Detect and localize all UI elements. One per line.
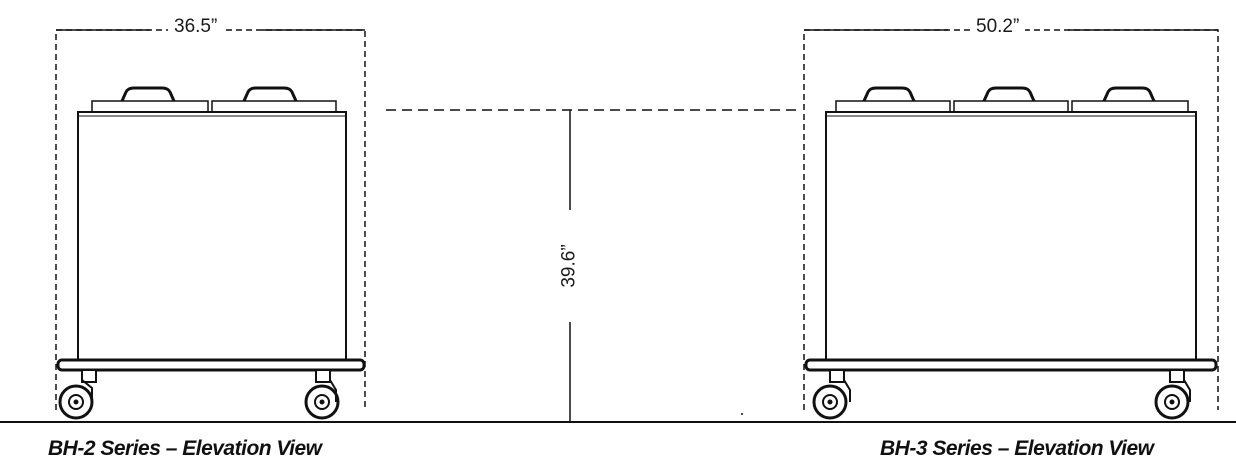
bh3-caster-left bbox=[812, 369, 851, 420]
speck bbox=[741, 413, 743, 415]
height-label: 39.6” bbox=[558, 240, 581, 292]
bh2-lid-handle-right bbox=[242, 86, 298, 102]
bh3-cart bbox=[803, 29, 1219, 420]
bh2-caption: BH-2 Series – Elevation View bbox=[48, 437, 322, 460]
bh3-bumper bbox=[804, 358, 1218, 372]
bh2-lid-handle-left bbox=[120, 86, 176, 102]
bh3-caster-right bbox=[1154, 369, 1191, 420]
bh2-caster-right bbox=[304, 369, 340, 420]
bh3-dimension-box bbox=[803, 29, 1219, 410]
bh3-lid-handle-right bbox=[1102, 86, 1156, 102]
bh3-lid-handle-middle bbox=[982, 86, 1036, 102]
bh2-cart bbox=[55, 29, 366, 420]
bh3-lid-handle-left bbox=[862, 86, 916, 102]
height-dimension bbox=[386, 109, 800, 422]
bh3-width-label: 50.2” bbox=[970, 16, 1026, 38]
bh2-bumper bbox=[56, 358, 366, 372]
bh3-caption: BH-3 Series – Elevation View bbox=[880, 437, 1154, 460]
bh3-body bbox=[825, 111, 1197, 361]
bh2-width-label: 36.5” bbox=[168, 16, 224, 38]
bh2-body bbox=[77, 111, 347, 361]
bh2-caster-left bbox=[58, 369, 97, 420]
